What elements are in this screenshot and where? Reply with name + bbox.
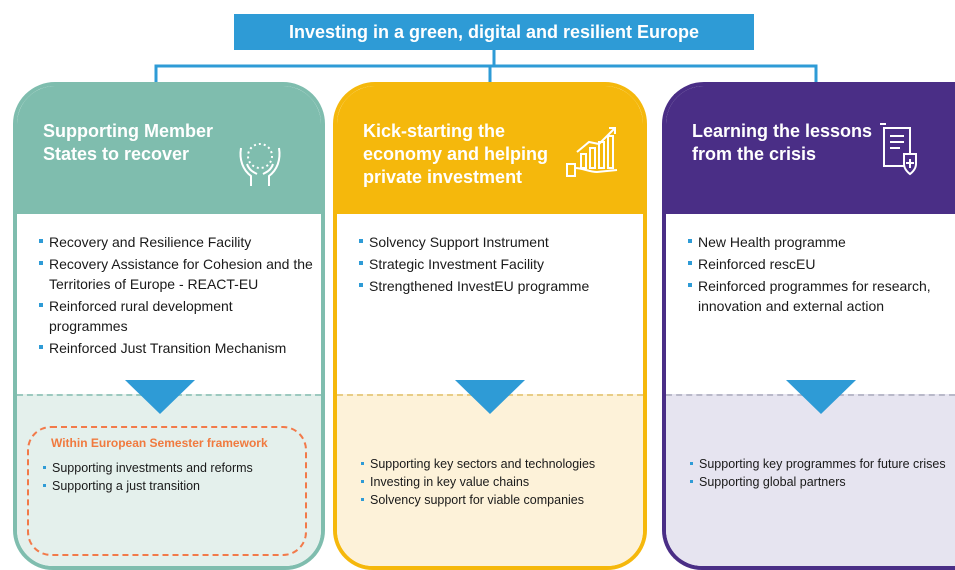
outcome-panel <box>666 394 955 566</box>
column-header: Kick-starting the economy and helping pr… <box>337 86 643 214</box>
column-header: Supporting Member States to recover <box>17 86 321 214</box>
growth-chart-hand-icon <box>566 127 618 177</box>
list-item: Reinforced rural development programmes <box>39 296 313 336</box>
outcome-list: Supporting investments and reforms Suppo… <box>43 460 293 496</box>
column-lessons-crisis: Learning the lessons from the crisis New… <box>662 82 955 570</box>
health-document-shield-icon <box>880 123 917 176</box>
column-private-investment: Kick-starting the economy and helping pr… <box>333 82 647 570</box>
list-item: Supporting investments and reforms <box>43 460 293 477</box>
column-heading: Supporting Member States to recover <box>43 121 213 164</box>
semester-framework-box: Within European Semester framework Suppo… <box>27 426 307 556</box>
instrument-list: Recovery and Resilience Facility Recover… <box>39 232 313 360</box>
column-heading: Learning the lessons from the crisis <box>692 121 873 164</box>
list-item: Recovery and Resilience Facility <box>39 232 313 252</box>
list-item: Strengthened InvestEU programme <box>359 276 635 296</box>
column-member-states: Supporting Member States to recover Reco… <box>13 82 325 570</box>
column-header: Learning the lessons from the crisis <box>666 86 955 214</box>
down-arrow-icon <box>786 380 856 414</box>
column-heading: Kick-starting the economy and helping pr… <box>363 121 549 187</box>
hands-circle-icon <box>239 143 281 186</box>
list-item: Solvency Support Instrument <box>359 232 635 252</box>
list-item: New Health programme <box>688 232 947 252</box>
diagram-title: Investing in a green, digital and resili… <box>234 14 754 50</box>
title-connector <box>154 50 818 86</box>
list-item: Solvency support for viable companies <box>361 492 631 509</box>
semester-framework-title: Within European Semester framework <box>51 436 268 450</box>
down-arrow-icon <box>455 380 525 414</box>
list-item: Reinforced programmes for research, inno… <box>688 276 947 316</box>
down-arrow-icon <box>125 380 195 414</box>
outcome-panel <box>337 394 643 566</box>
outcome-list: Supporting key sectors and technologies … <box>361 456 631 510</box>
list-item: Reinforced Just Transition Mechanism <box>39 338 313 358</box>
list-item: Supporting global partners <box>690 474 950 491</box>
list-item: Supporting key sectors and technologies <box>361 456 631 473</box>
list-item: Reinforced rescEU <box>688 254 947 274</box>
list-item: Investing in key value chains <box>361 474 631 491</box>
list-item: Supporting a just transition <box>43 478 293 495</box>
list-item: Recovery Assistance for Cohesion and the… <box>39 254 313 294</box>
instrument-list: Solvency Support Instrument Strategic In… <box>359 232 635 298</box>
outcome-list: Supporting key programmes for future cri… <box>690 456 950 492</box>
instrument-list: New Health programme Reinforced rescEU R… <box>688 232 947 318</box>
list-item: Supporting key programmes for future cri… <box>690 456 950 473</box>
outcome-panel <box>17 394 321 566</box>
list-item: Strategic Investment Facility <box>359 254 635 274</box>
